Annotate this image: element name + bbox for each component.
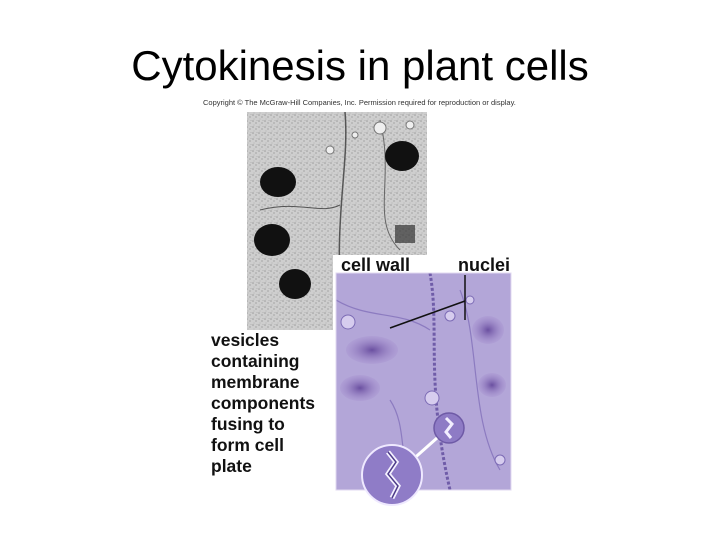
label-nuclei: nuclei: [458, 255, 511, 275]
vesicle-caption-line: vesicles: [211, 330, 280, 350]
vesicle-caption-line: components: [211, 393, 316, 413]
vesicle-caption-line: form cell: [211, 435, 284, 455]
vesicle-caption-line: membrane: [211, 372, 300, 392]
vesicle-caption-line: plate: [211, 456, 252, 476]
vesicle-caption: vesicles containing membrane components …: [211, 330, 315, 477]
copyright-notice: Copyright © The McGraw-Hill Companies, I…: [203, 98, 516, 107]
label-cell-wall: cell wall: [341, 255, 411, 275]
vesicle-caption-line: fusing to: [211, 414, 285, 434]
slide-title: Cytokinesis in plant cells: [131, 42, 589, 89]
vesicle-caption-line: containing: [211, 351, 300, 371]
micrograph-stained: [336, 273, 511, 490]
